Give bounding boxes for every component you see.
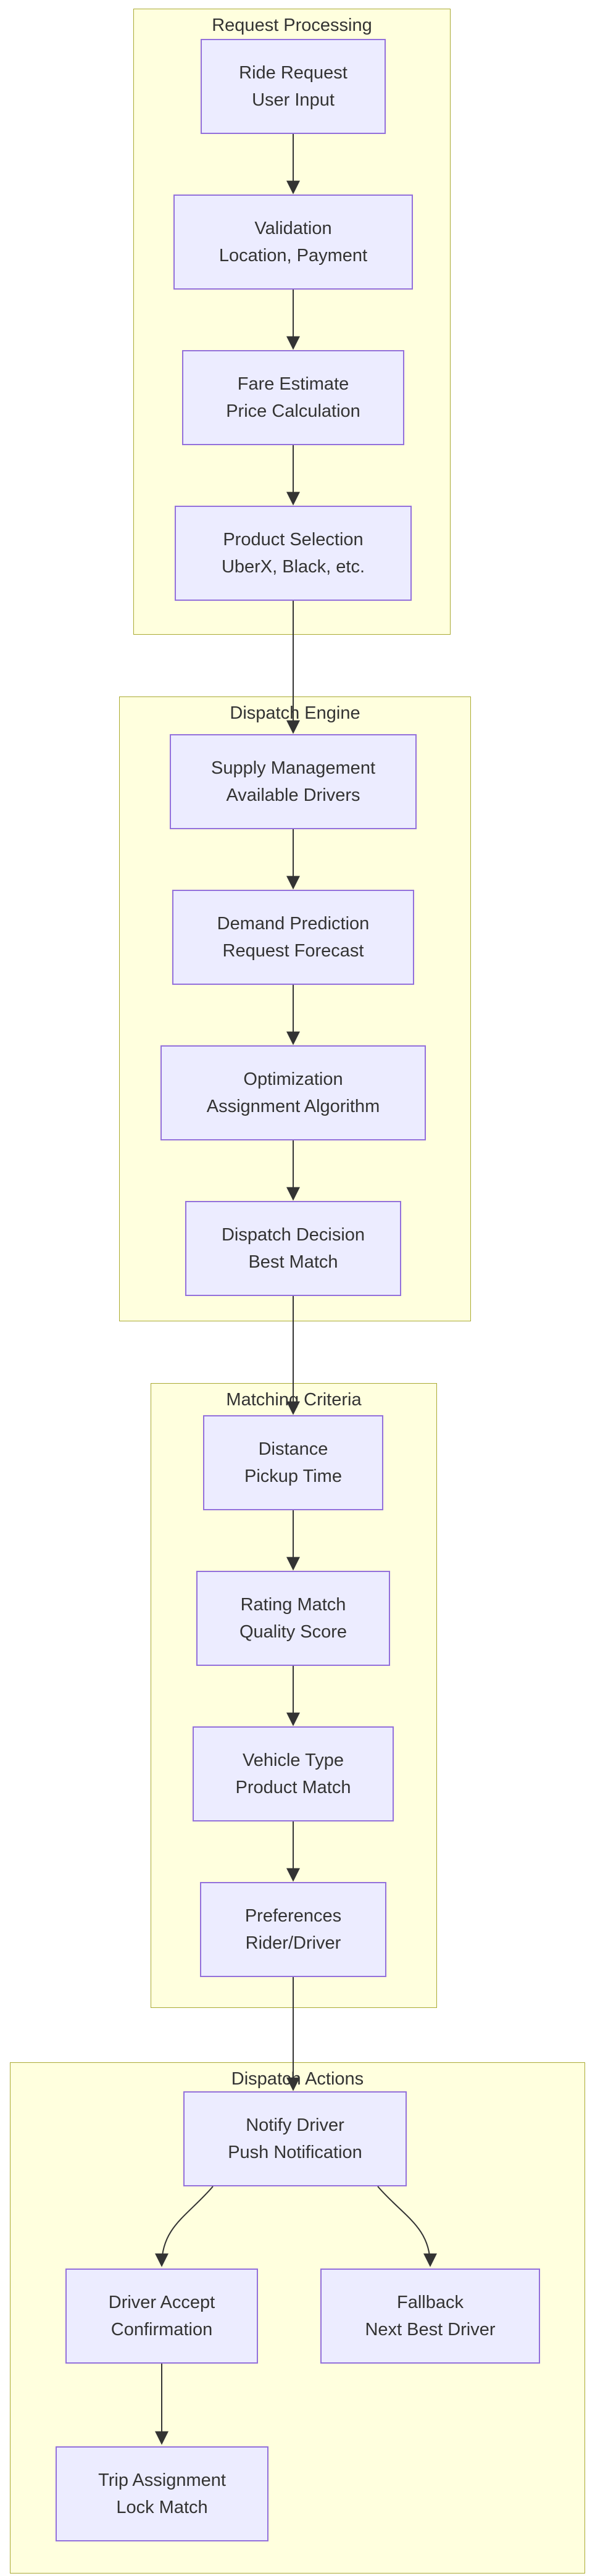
node-label-line1: Driver Accept [108, 2293, 215, 2312]
node-driver-accept: Driver Accept Confirmation [65, 2269, 258, 2364]
node-label-line1: Trip Assignment [98, 2470, 226, 2490]
node-dispatch-decision: Dispatch Decision Best Match [185, 1201, 401, 1296]
cluster-title-request-processing: Request Processing [212, 15, 372, 35]
node-ride-request: Ride Request User Input [201, 39, 386, 134]
node-label-line2: Product Match [235, 1778, 351, 1797]
cluster-title-matching-criteria: Matching Criteria [226, 1390, 362, 1410]
node-label-line1: Supply Management [211, 758, 375, 778]
node-preferences: Preferences Rider/Driver [200, 1882, 386, 1977]
node-label-line2: Next Best Driver [365, 2320, 496, 2340]
node-product-selection: Product Selection UberX, Black, etc. [175, 506, 412, 601]
node-trip-assignment: Trip Assignment Lock Match [56, 2446, 268, 2541]
node-label-line1: Vehicle Type [243, 1750, 344, 1770]
node-label-line1: Validation [254, 219, 332, 238]
node-label-line2: Request Forecast [222, 941, 364, 961]
node-label-line2: Quality Score [239, 1622, 347, 1642]
node-label-line1: Distance [258, 1439, 328, 1459]
node-label-line1: Preferences [244, 1906, 342, 1926]
node-label-line1: Optimization [243, 1069, 343, 1089]
node-label-line1: Rating Match [240, 1595, 346, 1615]
node-label-line2: Lock Match [116, 2498, 208, 2517]
node-label-line1: Product Selection [223, 530, 364, 550]
node-label-line1: Fallback [397, 2293, 464, 2312]
node-label-line2: Confirmation [110, 2320, 213, 2340]
node-label-line2: Location, Payment [218, 246, 368, 266]
node-label-line1: Dispatch Decision [221, 1225, 365, 1245]
node-label-line1: Ride Request [239, 63, 347, 83]
node-label-line2: UberX, Black, etc. [221, 557, 365, 577]
node-label-line1: Demand Prediction [217, 914, 370, 934]
node-fare-estimate: Fare Estimate Price Calculation [182, 350, 404, 445]
node-label-line2: Price Calculation [226, 401, 360, 421]
node-label-line2: Best Match [248, 1252, 338, 1272]
node-rating-match: Rating Match Quality Score [196, 1571, 390, 1666]
node-vehicle-type: Vehicle Type Product Match [193, 1726, 394, 1821]
node-label-line1: Fare Estimate [237, 374, 349, 394]
node-demand-prediction: Demand Prediction Request Forecast [172, 890, 414, 985]
node-supply-management: Supply Management Available Drivers [170, 734, 417, 829]
node-optimization: Optimization Assignment Algorithm [160, 1045, 426, 1140]
cluster-title-dispatch-engine: Dispatch Engine [230, 703, 360, 723]
node-label-line2: User Input [252, 90, 335, 110]
node-fallback: Fallback Next Best Driver [320, 2269, 540, 2364]
node-label-line1: Notify Driver [246, 2115, 344, 2135]
node-label-line2: Push Notification [228, 2143, 362, 2162]
node-label-line2: Assignment Algorithm [206, 1097, 380, 1116]
node-validation: Validation Location, Payment [173, 194, 413, 290]
node-label-line2: Pickup Time [244, 1466, 342, 1486]
node-label-line2: Rider/Driver [245, 1933, 341, 1953]
cluster-title-dispatch-actions: Dispatch Actions [231, 2069, 364, 2089]
node-distance: Distance Pickup Time [203, 1415, 383, 1510]
node-notify-driver: Notify Driver Push Notification [183, 2091, 407, 2186]
node-label-line2: Available Drivers [226, 785, 360, 805]
